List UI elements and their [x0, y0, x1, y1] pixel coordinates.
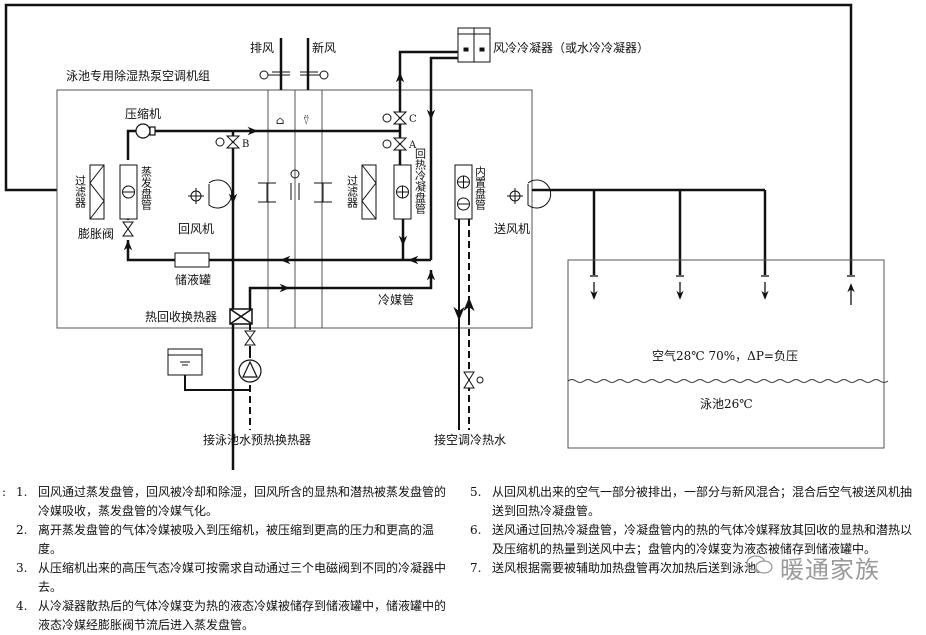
- notes-left: : 1. 回风通过蒸发盘管，回风被冷却和除湿，回风所含的显热和潜热被蒸发盘管的冷…: [2, 483, 456, 635]
- supply-fan-icon: [507, 179, 552, 209]
- note-number: 1.: [16, 485, 28, 499]
- note-item: 2. 离开蒸发盘管的气体冷媒被吸入到压缩机，被压缩到更高的压力和更高的温度。: [16, 521, 456, 559]
- mixing-damper-icon: [258, 169, 332, 203]
- notes-prefix: :: [2, 485, 7, 499]
- note-text: 从压缩机出来的高压气态冷媒可按需求自动通过三个电磁阀到不同的冷凝器中去。: [38, 561, 447, 594]
- watermark: 暖通家族: [780, 556, 880, 584]
- solenoid-valve-c-icon: [382, 111, 408, 125]
- evaporator-coil-icon: [119, 164, 138, 220]
- compressor-icon: [135, 123, 156, 139]
- pump-icon: [238, 359, 262, 383]
- filter-right-label: 过滤器: [346, 175, 359, 209]
- wechat-icon: [746, 555, 773, 574]
- air-ducts: [279, 38, 310, 90]
- note-text: 送风通过回热冷凝盘管，冷凝盘管内的热的气体冷媒释放其回收的显热和潜热以及压缩机的…: [492, 523, 913, 556]
- outer-duct-loop: [4, 3, 853, 265]
- supply-duct: [532, 188, 853, 275]
- internal-coil-label: 内置盘管: [474, 165, 487, 211]
- heat-pump-diagram: 泳池专用除湿热泵空调机组 排风 新风 ⌂ ⍢ 风冷冷凝器（或水冷冷凝器）: [4, 3, 889, 470]
- fresh-air-label: 新风: [312, 40, 336, 55]
- note-text: 从冷凝器散热后的气体冷媒变为热的液态冷媒被储存到储液罐中，储液罐中的液态冷媒经膨…: [38, 599, 447, 632]
- note-number: 5.: [470, 485, 482, 499]
- return-fan-icon: [188, 179, 233, 209]
- ac-water-label: 接空调冷热水: [434, 432, 506, 447]
- note-number: 3.: [16, 561, 28, 575]
- pool-preheat-label: 接泳池水预热换热器: [203, 432, 311, 447]
- diffuser-arrows: [590, 275, 855, 305]
- note-item: 6. 送风通过回热冷凝盘管，冷凝盘管内的热的气体冷媒释放其回收的显热和潜热以及压…: [470, 521, 922, 559]
- reheat-condenser-coil-label: 回热冷凝盘管: [414, 148, 427, 215]
- valve-b-label: B: [242, 139, 249, 150]
- heat-recovery-exchanger-icon: [229, 308, 253, 325]
- refrigerant-pipe-label: 冷媒管: [378, 292, 414, 307]
- reheat-condenser-coil-icon: [393, 164, 412, 220]
- note-item: 5. 从回风机出来的空气一部分被排出，一部分与新风混合；混合后空气被送风机抽送到…: [470, 483, 922, 521]
- expansion-valve-label: 膨胀阀: [78, 227, 114, 241]
- control-valve-icon: [463, 371, 484, 389]
- note-text: 离开蒸发盘管的气体冷媒被吸入到压缩机，被压缩到更高的压力和更高的温度。: [38, 523, 435, 556]
- note-item: 4. 从冷凝器散热后的气体冷媒变为热的液态冷媒被储存到储液罐中，储液罐中的液态冷…: [16, 597, 456, 635]
- notes-right: 5. 从回风机出来的空气一部分被排出，一部分与新风混合；混合后空气被送风机抽送到…: [470, 483, 922, 578]
- heat-recovery-exchanger-label: 热回收换热器: [145, 310, 217, 324]
- airflow-up-icon: ⌂: [276, 114, 284, 127]
- note-item: 3. 从压缩机出来的高压气态冷媒可按需求自动通过三个电磁阀到不同的冷凝器中去。: [16, 559, 456, 597]
- filter-right-icon: [361, 164, 377, 220]
- expansion-tank-icon: [167, 348, 203, 376]
- note-item: 1. 回风通过蒸发盘管，回风被冷却和除湿，回风所含的显热和潜热被蒸发盘管的冷媒吸…: [16, 483, 456, 521]
- filter-left-label: 过滤器: [74, 175, 87, 209]
- valve-c-label: C: [409, 114, 417, 125]
- supply-fan-label: 送风机: [494, 221, 530, 236]
- valve-a-label: A: [408, 140, 417, 151]
- compressor-label: 压缩机: [125, 106, 161, 121]
- condenser-label: 风冷冷凝器（或水冷冷凝器）: [493, 40, 649, 55]
- note-number: 2.: [16, 523, 28, 537]
- receiver-icon: [174, 252, 210, 268]
- solenoid-valve-b-icon: [215, 135, 241, 149]
- evaporator-coil-label: 蒸发盘管: [140, 166, 153, 211]
- note-text: 回风通过蒸发盘管，回风被冷却和除湿，回风所含的显热和潜热被蒸发盘管的冷媒吸收，蒸…: [38, 485, 447, 518]
- note-text: 从回风机出来的空气一部分被排出，一部分与新风混合；混合后空气被送风机抽送到回热冷…: [492, 485, 913, 518]
- unit-title: 泳池专用除湿热泵空调机组: [66, 68, 210, 83]
- flow-arrows: [123, 71, 436, 293]
- note-number: 6.: [470, 523, 482, 537]
- note-item: 7. 送风根据需要被辅助加热盘管再次加热后送到泳池。: [470, 559, 922, 578]
- pool-valve-icon: [244, 330, 256, 346]
- pool-room: [567, 259, 885, 449]
- chilled-water-pipes: [453, 219, 475, 430]
- room-air-label: 空气28℃ 70%，ΔP=负压: [652, 348, 798, 363]
- pool-label: 泳池26℃: [700, 397, 753, 411]
- receiver-label: 储液罐: [175, 272, 211, 287]
- solenoid-valve-a-icon: [382, 137, 408, 151]
- expansion-valve-icon: [122, 221, 134, 237]
- filter-left-icon: [89, 164, 105, 220]
- damper-icon: [259, 70, 329, 80]
- airflow-down-icon: ⍢: [303, 114, 310, 127]
- internal-coil-icon: [454, 164, 473, 220]
- note-number: 7.: [470, 561, 482, 575]
- note-number: 4.: [16, 599, 28, 613]
- water-surface: [567, 379, 889, 383]
- condenser-icon: [457, 27, 491, 63]
- note-text: 送风根据需要被辅助加热盘管再次加热后送到泳池。: [492, 561, 769, 575]
- exhaust-air-label: 排风: [250, 41, 274, 55]
- return-fan-label: 回风机: [178, 222, 214, 236]
